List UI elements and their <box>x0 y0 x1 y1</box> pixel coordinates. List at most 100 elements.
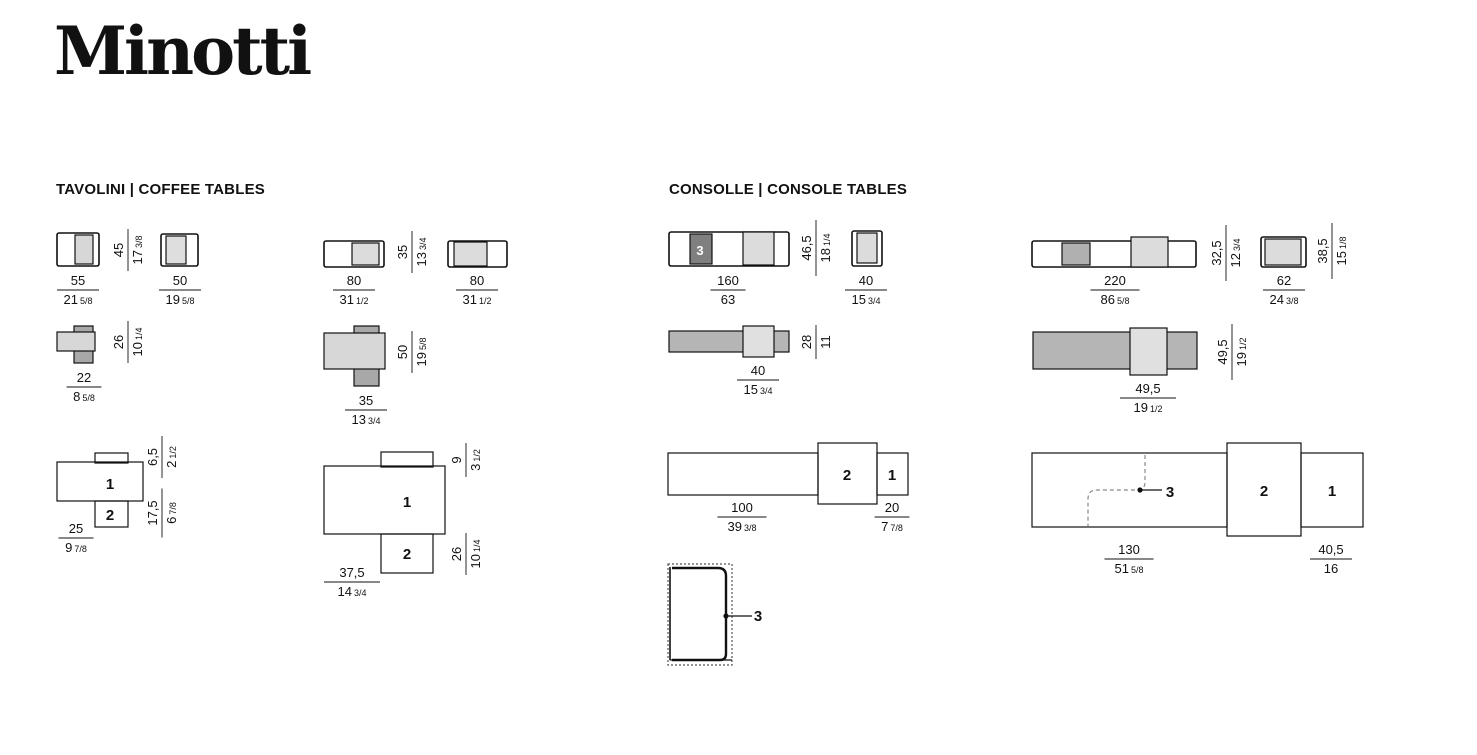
dimension-inches-fraction: 3/4 <box>354 588 367 598</box>
dimension-inches-whole: 8 <box>73 389 80 404</box>
section-title-console-tables: CONSOLLE | CONSOLE TABLES <box>669 181 908 198</box>
dimension-cm: 25 <box>69 521 83 536</box>
dimension-inches-whole: 6 <box>164 517 179 524</box>
dimension-cm: 17,5 <box>145 500 160 525</box>
dimension-inches-whole: 13 <box>352 412 366 427</box>
dimension-cm: 220 <box>1104 273 1126 288</box>
dimension-inches-whole: 10 <box>130 342 145 356</box>
dimension-inches: 181/4 <box>818 234 833 263</box>
dimension-inches-fraction: 1/2 <box>479 296 492 306</box>
dimension-inches-whole: 9 <box>65 540 72 555</box>
dimension-cm: 26 <box>111 335 126 349</box>
coffee-table-80-top-view-a <box>323 240 385 268</box>
dimension-inches-whole: 16 <box>1324 561 1338 576</box>
component-number-badge: 3 <box>696 243 703 258</box>
dimension-label: 32,5 123/4 <box>1209 225 1243 281</box>
dimension-inches-fraction: 5/8 <box>418 338 428 351</box>
component-number: 1 <box>1328 483 1336 500</box>
dimension-inches: 123/4 <box>1228 239 1243 268</box>
dimension-inches-fraction: 3/4 <box>760 386 773 396</box>
console-160-plan-view <box>668 325 790 358</box>
coffee-table-50-top-view <box>160 233 199 267</box>
dimension-inches: 101/4 <box>130 328 145 357</box>
dimension-inches-whole: 11 <box>818 335 833 349</box>
dimension-inches-whole: 15 <box>744 382 758 397</box>
dimension-cm: 22 <box>77 370 91 385</box>
console-160-end-detail <box>667 563 752 666</box>
dimension-cm: 9 <box>449 456 464 463</box>
component-number: 1 <box>888 467 896 484</box>
dimension-label: 17,5 67/8 <box>145 488 179 538</box>
dimension-inches-fraction: 3/8 <box>134 236 144 249</box>
dimension-inches-whole: 86 <box>1101 292 1115 307</box>
dimension-inches-fraction: 1/4 <box>822 234 832 247</box>
dimension-inches-whole: 24 <box>1270 292 1284 307</box>
dimension-inches: 63 <box>721 292 735 307</box>
dimension-inches: 151/8 <box>1334 237 1349 266</box>
dimension-inches-fraction: 1/4 <box>472 540 482 553</box>
dimension-inches: 11 <box>818 335 833 349</box>
dimension-cm: 50 <box>395 345 410 359</box>
dimension-inches-fraction: 5/8 <box>1117 296 1130 306</box>
dimension-inches-whole: 2 <box>164 461 179 468</box>
dimension-inches-whole: 19 <box>1234 352 1249 366</box>
dimension-cm: 45 <box>111 243 126 257</box>
dimension-cm: 80 <box>470 273 484 288</box>
dimension-cm: 40 <box>751 363 765 378</box>
dimension-inches: 31/2 <box>468 449 483 471</box>
dimension-cm: 35 <box>359 393 373 408</box>
dimension-cm: 55 <box>71 273 85 288</box>
dimension-inches-fraction: 3/8 <box>744 523 757 533</box>
component-number: 3 <box>1166 484 1174 501</box>
dimension-inches-whole: 7 <box>881 519 888 534</box>
coffee-table-80-top-view-b <box>447 240 508 268</box>
coffee-table-35-plan-view <box>323 325 386 387</box>
dimension-inches-whole: 39 <box>728 519 742 534</box>
dimension-cm: 49,5 <box>1215 339 1230 364</box>
coffee-table-55-top-view <box>56 232 100 267</box>
dimension-inches-whole: 15 <box>1334 251 1349 265</box>
dimension-inches-fraction: 5/8 <box>82 393 95 403</box>
component-number: 1 <box>403 494 411 511</box>
dimension-inches-fraction: 3/4 <box>368 416 381 426</box>
table-outlines <box>56 230 1364 666</box>
dimension-inches-fraction: 1/2 <box>168 446 178 459</box>
dimension-inches-fraction: 5/8 <box>182 296 195 306</box>
dimension-cm: 32,5 <box>1209 240 1224 265</box>
console-40-side-view <box>851 230 883 267</box>
dimension-inches: 101/4 <box>468 540 483 569</box>
dimension-inches-whole: 18 <box>818 248 833 262</box>
dimension-inches-fraction: 3/8 <box>1286 296 1299 306</box>
component-number: 2 <box>403 546 411 563</box>
dimension-inches-fraction: 1/2 <box>1238 338 1248 351</box>
dimension-inches-whole: 63 <box>721 292 735 307</box>
dimension-inches: 67/8 <box>164 502 179 524</box>
dimension-cm: 62 <box>1277 273 1291 288</box>
dimension-inches: 21/2 <box>164 446 179 468</box>
dimension-inches-fraction: 1/8 <box>1338 237 1348 250</box>
dimension-cm: 37,5 <box>339 565 364 580</box>
dimension-label: 9 31/2 <box>449 443 483 477</box>
component-number: 3 <box>754 608 762 625</box>
dimension-inches-whole: 15 <box>852 292 866 307</box>
dimension-inches-whole: 31 <box>463 292 477 307</box>
